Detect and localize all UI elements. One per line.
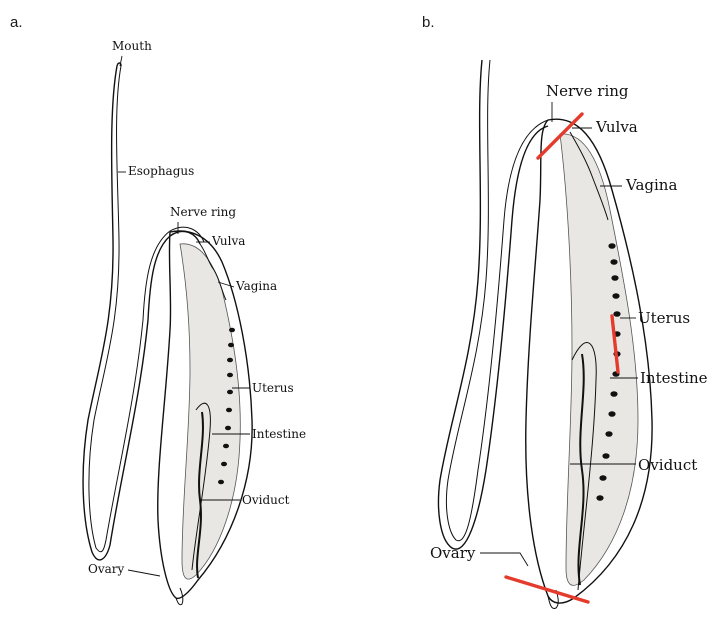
panel-a-label-esophagus: Esophagus	[128, 164, 194, 178]
panel-b-letter: b.	[422, 14, 435, 31]
panel-b-label-ovary: Ovary	[430, 544, 476, 562]
panel-b-label-vulva: Vulva	[595, 118, 638, 136]
panel-a-label-oviduct: Oviduct	[242, 493, 290, 507]
panel-a-label-nerve-ring: Nerve ring	[170, 205, 236, 219]
panel-b-label-oviduct: Oviduct	[638, 456, 697, 474]
panel-b: b.	[422, 14, 708, 609]
panel-a-label-vagina: Vagina	[235, 279, 277, 293]
panel-b-label-uterus: Uterus	[638, 309, 690, 327]
panel-a-label-intestine: Intestine	[252, 427, 306, 441]
panel-a: a. Mouth Esoph	[10, 14, 306, 605]
panel-a-label-uterus: Uterus	[252, 381, 294, 395]
panel-b-label-nerve-ring: Nerve ring	[546, 82, 629, 100]
panel-a-esophagus-tube	[83, 66, 200, 560]
panel-a-label-vulva: Vulva	[211, 234, 245, 248]
panel-a-label-mouth: Mouth	[112, 39, 152, 53]
panel-a-letter: a.	[10, 14, 23, 31]
panel-b-label-vagina: Vagina	[625, 176, 677, 194]
panel-a-label-ovary: Ovary	[88, 562, 125, 576]
panel-b-label-intestine: Intestine	[640, 369, 708, 387]
